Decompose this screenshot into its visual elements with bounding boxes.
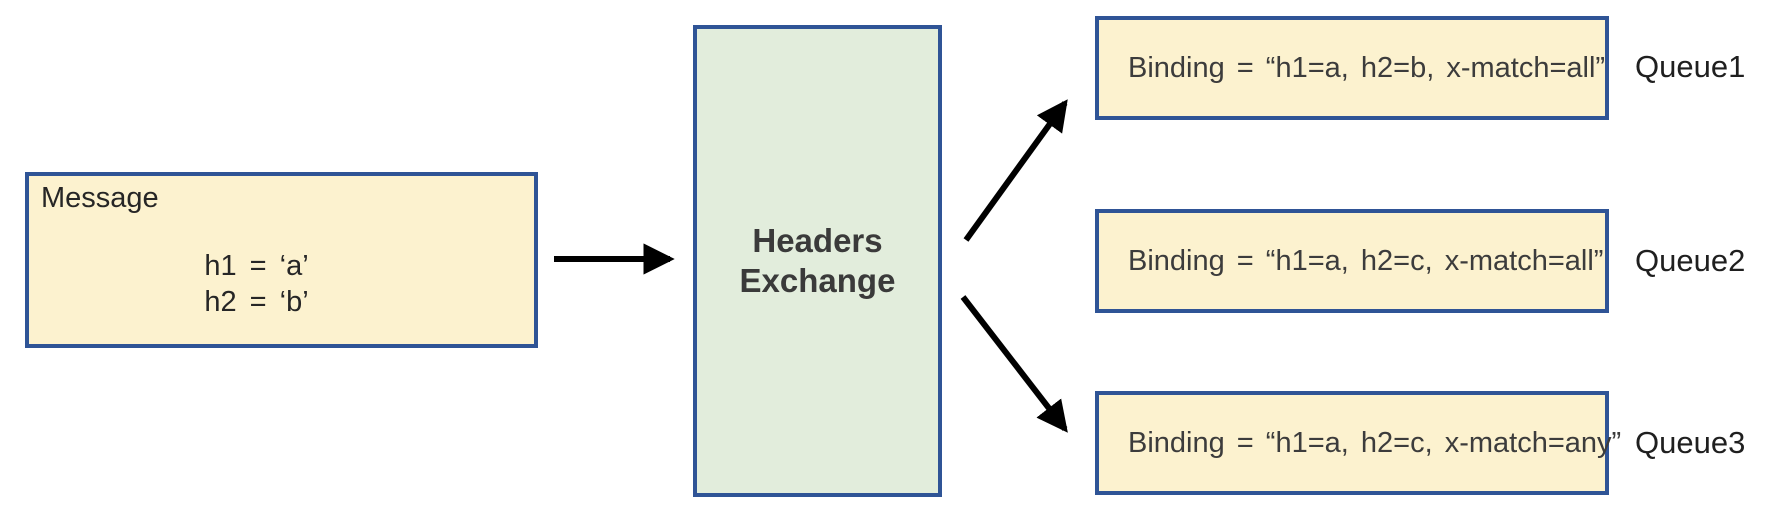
exchange-label-line1: Headers: [752, 222, 883, 259]
queue1-label: Queue1: [1635, 49, 1746, 84]
binding-box-queue2: Binding = “h1=a, h2=c, x-match=all”: [1095, 209, 1609, 313]
exchange-label-line2: Exchange: [739, 262, 896, 299]
binding-text-queue2: Binding = “h1=a, h2=c, x-match=all”: [1128, 244, 1604, 277]
message-header-h2: h2 = ‘b’: [204, 286, 309, 318]
arrow-exchange-to-queue1-icon: [963, 99, 1068, 242]
message-headers: h1 = ‘a’ h2 = ‘b’: [29, 248, 484, 320]
binding-box-queue3: Binding = “h1=a, h2=c, x-match=any”: [1095, 391, 1621, 495]
binding-box-queue1: Binding = “h1=a, h2=b, x-match=all”: [1095, 16, 1609, 120]
message-title: Message: [41, 182, 159, 214]
exchange-box: Headers Exchange: [693, 25, 942, 497]
exchange-label: Headers Exchange: [740, 221, 896, 301]
queue2-label: Queue2: [1635, 243, 1746, 278]
binding-text-queue1: Binding = “h1=a, h2=b, x-match=all”: [1128, 51, 1606, 84]
message-box: Message h1 = ‘a’ h2 = ‘b’: [25, 172, 538, 348]
message-header-h1: h1 = ‘a’: [204, 250, 309, 282]
queue3-label: Queue3: [1635, 425, 1746, 460]
arrow-exchange-to-queue3-icon: [960, 295, 1068, 433]
binding-text-queue3: Binding = “h1=a, h2=c, x-match=any”: [1128, 426, 1622, 459]
